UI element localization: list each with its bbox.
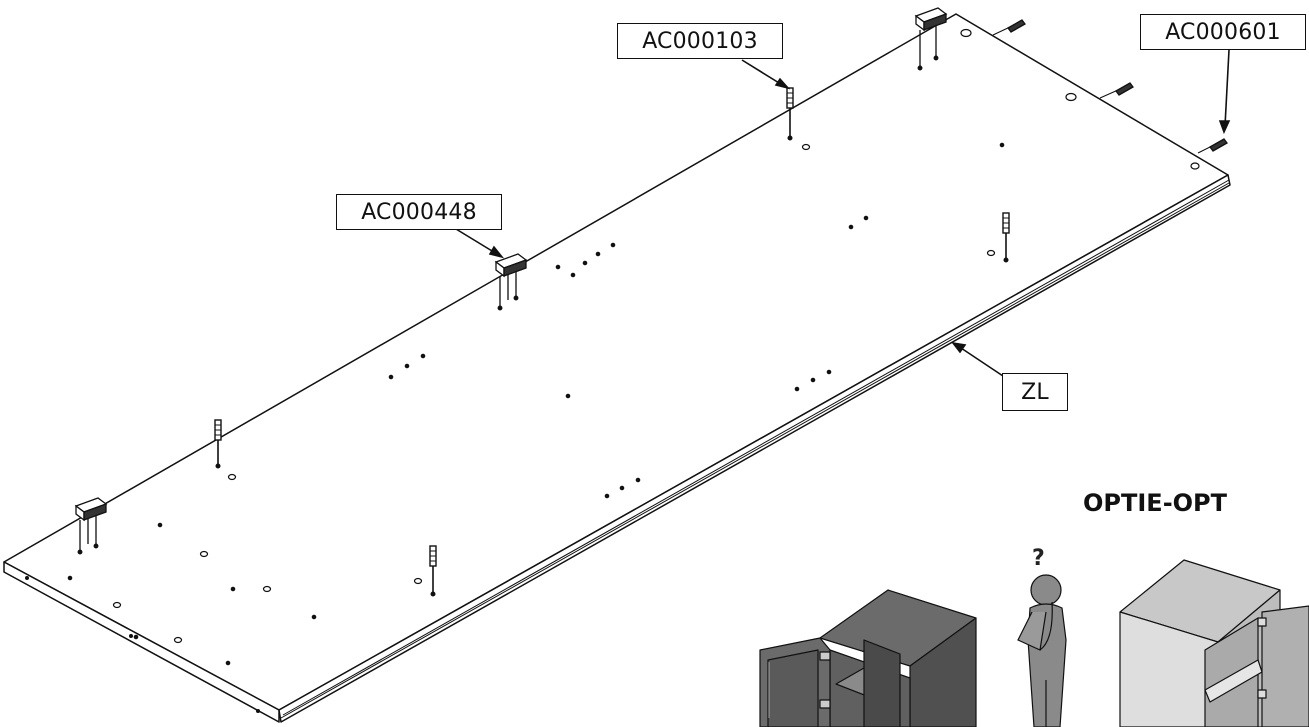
part-callout-ac000103: AC000103 [617, 23, 783, 59]
hinge-brackets [74, 7, 948, 555]
hole [67, 575, 73, 581]
hinge-bracket [914, 7, 948, 71]
panel-holes [25, 142, 1005, 713]
hole [848, 224, 854, 230]
hole [986, 249, 996, 257]
dowels [214, 87, 1010, 597]
hole [635, 477, 641, 483]
hole [173, 636, 183, 644]
hole [999, 142, 1005, 148]
thinking-person-figure [1017, 574, 1067, 727]
hole [565, 393, 571, 399]
edge-dowel [992, 19, 1026, 36]
hole [801, 143, 811, 151]
hole [133, 634, 139, 640]
hole [256, 709, 260, 713]
part-callout-ac000448: AC000448 [336, 194, 502, 230]
question-mark: ? [1032, 546, 1045, 571]
hole [25, 576, 29, 580]
edge-band-line [282, 179, 1230, 716]
edge-dowels [992, 19, 1228, 154]
edge-dowel [1197, 138, 1228, 154]
leader-ac000448 [455, 228, 505, 259]
hole [610, 242, 616, 248]
hole [230, 586, 236, 592]
hole [227, 473, 237, 481]
leader-ac000103 [741, 59, 791, 90]
hole [595, 251, 601, 257]
hole [619, 485, 625, 491]
panel-front-edge [3, 561, 280, 723]
hole [262, 585, 272, 593]
hole [404, 363, 410, 369]
hole [112, 601, 122, 609]
hole [826, 369, 832, 375]
hole [420, 353, 426, 359]
part-callout-zl: ZL [1002, 373, 1068, 411]
part-callout-ac000601: AC000601 [1140, 14, 1306, 50]
option-heading: OPTIE-OPT [1083, 489, 1228, 517]
hole [225, 660, 231, 666]
leader-zl [951, 341, 1004, 377]
hole [413, 577, 423, 585]
dowel [214, 419, 222, 469]
hole [794, 386, 800, 392]
hole [960, 28, 972, 38]
leader-lines [455, 49, 1231, 377]
edge-band-line [280, 182, 1230, 719]
dowel [786, 87, 794, 141]
hole [570, 272, 576, 278]
panel-board [3, 13, 1231, 723]
panel-holes-open [112, 28, 1200, 644]
dowel [1002, 212, 1010, 263]
cabinet-open-dark [759, 589, 977, 727]
hinge-bracket [494, 253, 528, 311]
dowel [429, 545, 437, 597]
hole [1190, 162, 1200, 170]
hole [311, 614, 317, 620]
hole [863, 215, 869, 221]
edge-dowel [1099, 82, 1134, 99]
hole [199, 550, 209, 558]
hole [1065, 92, 1077, 102]
hole [555, 264, 561, 270]
hole [810, 377, 816, 383]
hole [604, 493, 610, 499]
hole [157, 522, 163, 528]
leader-ac000601 [1218, 49, 1231, 135]
hinge-bracket [74, 497, 108, 555]
cabinet-open-light [1119, 559, 1309, 727]
hole [388, 374, 394, 380]
hole [582, 260, 588, 266]
hole [129, 634, 133, 638]
